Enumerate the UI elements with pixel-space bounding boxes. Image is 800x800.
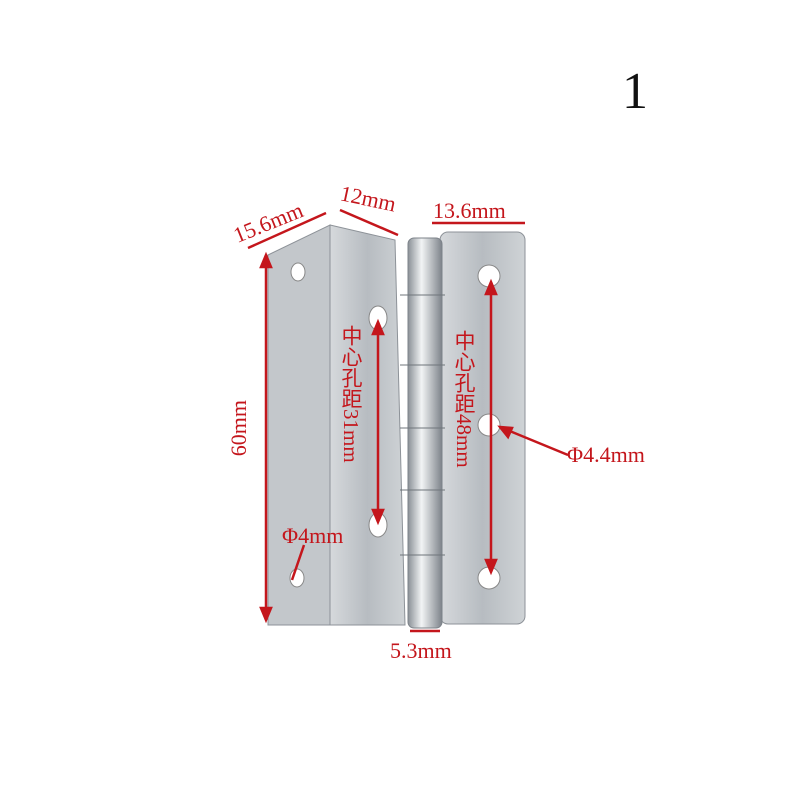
left-hole-spacing-label: 中心孔距31mm xyxy=(339,325,363,463)
right-hole-diameter-label: Φ4.4mm xyxy=(567,442,645,467)
right-leaf-width-label: 13.6mm xyxy=(433,198,506,223)
height-label: 60mm xyxy=(226,400,251,457)
knuckle-width-label: 5.3mm xyxy=(390,638,452,663)
right-hole-spacing-label: 中心孔距48mm xyxy=(452,330,476,468)
image-number: 1 xyxy=(622,63,648,120)
left-hole-diameter-label: Φ4mm xyxy=(282,523,344,548)
